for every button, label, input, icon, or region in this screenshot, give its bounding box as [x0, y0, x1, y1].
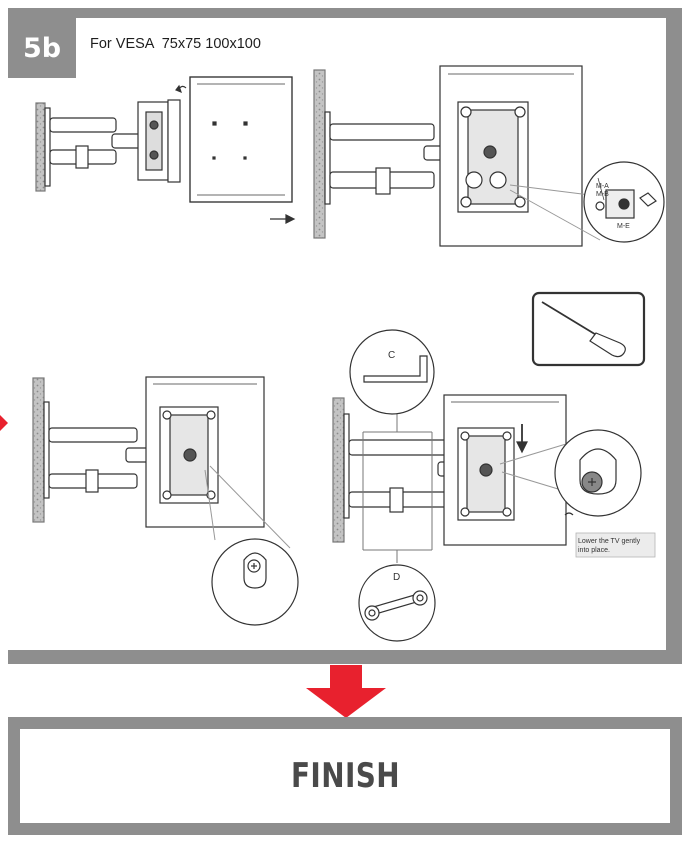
detail-label-m-b: M-B	[596, 191, 609, 198]
lower-tv-note-line2: into place.	[578, 547, 610, 554]
mount-illustration-hook-tv	[32, 376, 299, 626]
detail-label-m-a: M-A	[596, 183, 609, 190]
mount-illustration-attach-tv	[35, 76, 296, 224]
screwdriver-icon	[541, 301, 626, 358]
tool-c-label: C	[388, 350, 395, 361]
finish-box-inner: FINISH	[20, 729, 670, 823]
mount-illustration-lower-tv	[332, 329, 642, 642]
lower-tv-note-box	[575, 532, 656, 558]
lower-tv-note-line1: Lower the TV gently	[578, 538, 641, 545]
tool-c-circle	[349, 329, 435, 415]
tv-back	[189, 76, 293, 203]
step-number-badge: 5b	[8, 18, 76, 78]
detail-label-m-e: M-E	[617, 223, 630, 230]
down-arrow-icon	[306, 665, 386, 718]
left-red-arrow-icon	[0, 415, 8, 431]
wrench-icon	[364, 590, 428, 621]
step-title: For VESA 75x75 100x100	[90, 36, 261, 52]
finish-label: FINISH	[290, 756, 400, 796]
screwdriver-tool-box	[531, 291, 646, 367]
mount-illustration-secure-screws	[313, 65, 665, 247]
allen-key-icon	[363, 355, 428, 383]
tool-d-label: D	[393, 572, 400, 583]
finish-box: FINISH	[8, 717, 682, 835]
wall-block	[35, 102, 46, 192]
